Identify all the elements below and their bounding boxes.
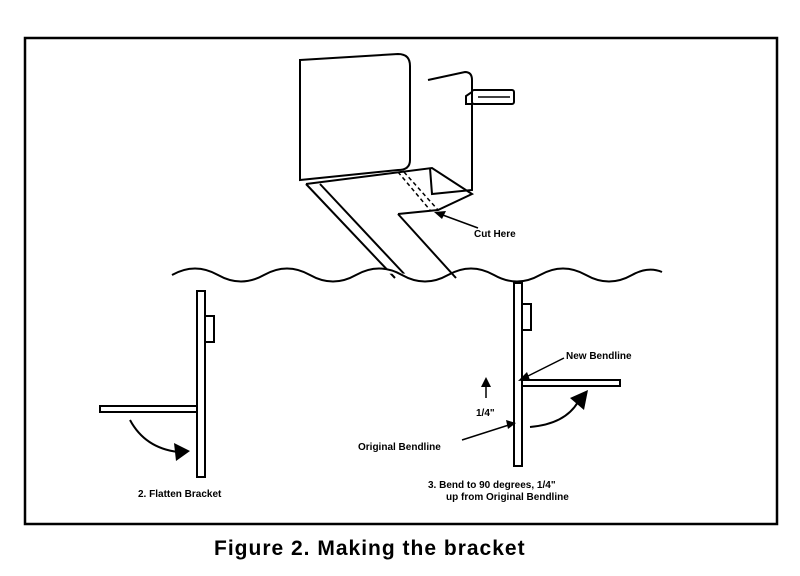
new-bendline-pointer [521, 357, 565, 380]
bend-bracket-plate [513, 282, 523, 467]
bracket-side-panel [427, 70, 473, 196]
flat-bracket-plate [196, 290, 206, 478]
bend-view [513, 282, 621, 467]
bend-arrowhead [570, 390, 588, 410]
original-bendline-arrowhead [506, 420, 516, 429]
bracket-front-panel [299, 52, 411, 182]
new-bendline-arrowhead [518, 372, 530, 381]
flat-bracket-arm [99, 405, 198, 413]
original-bendline-pointer [461, 423, 513, 441]
bend-instruction-line1: 3. Bend to 90 degrees, 1/4" [428, 480, 556, 491]
cut-here-callout: Cut Here [434, 211, 516, 240]
bend-arrow-curve [529, 401, 579, 428]
figure-caption: Figure 2. Making the bracket [214, 537, 526, 560]
cut-guide-line [403, 171, 439, 211]
bend-bracket-arm [521, 379, 621, 387]
flat-bracket-tab [205, 315, 215, 343]
figure-frame [23, 36, 779, 526]
bracket-strip [305, 183, 396, 279]
original-bendline-label: Original Bendline [358, 442, 441, 453]
bracket-tab [471, 89, 515, 105]
bracket-strip-edge [319, 183, 409, 279]
cut-here-arrowhead [434, 211, 446, 219]
bracket-bottom-plate [305, 166, 475, 215]
new-bendline-label: New Bendline [566, 351, 632, 362]
flatten-arrowhead [174, 443, 190, 461]
break-line [171, 267, 663, 283]
cut-here-arrow [439, 213, 479, 229]
quarter-inch-arrowhead [481, 377, 491, 387]
bracket-strip [397, 213, 457, 279]
flatten-arrow-curve [129, 419, 179, 453]
quarter-inch-label: 1/4" [476, 408, 495, 419]
cut-guide-line [397, 171, 431, 211]
bend-bracket-tab [522, 303, 532, 331]
flatten-label: 2. Flatten Bracket [138, 489, 222, 500]
bend-instruction-line2: up from Original Bendline [446, 492, 569, 503]
cut-here-label: Cut Here [474, 229, 516, 240]
bracket-3d-view [299, 52, 515, 279]
flatten-view [99, 290, 215, 478]
